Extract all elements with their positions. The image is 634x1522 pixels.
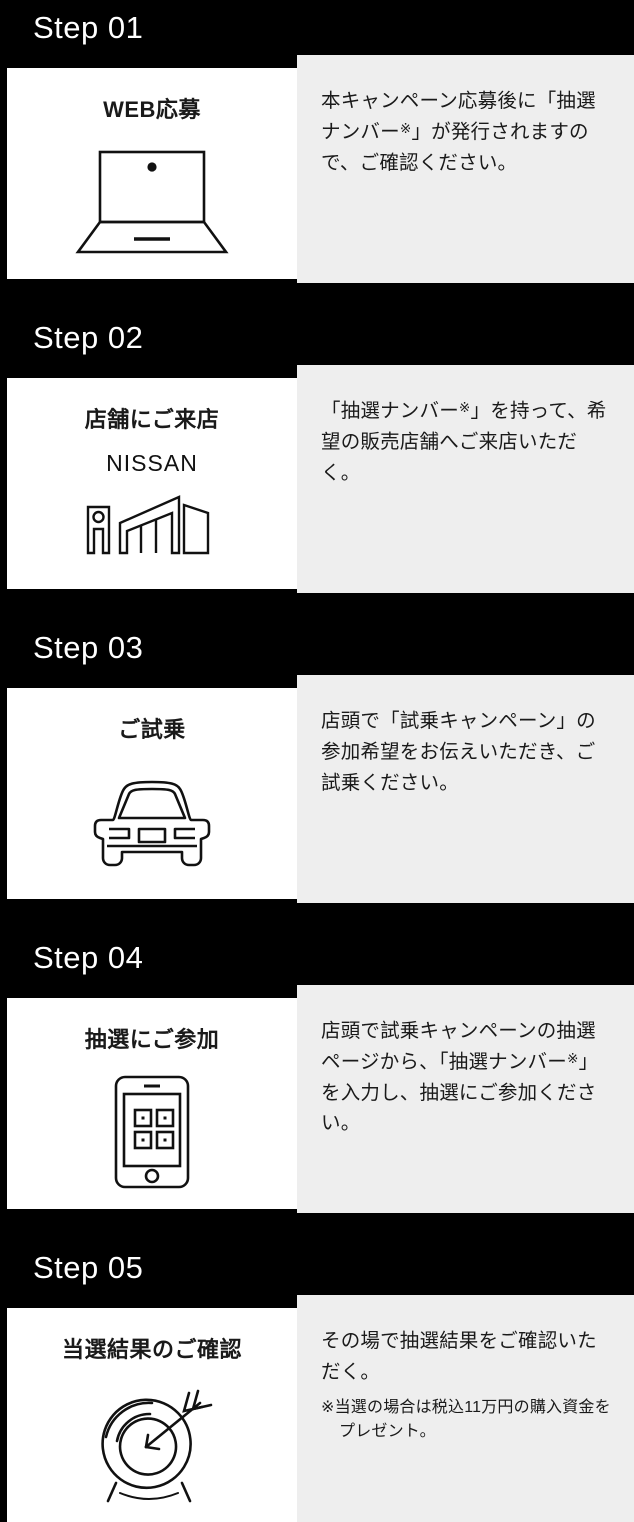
- step-description-panel-04: 店頭で試乗キャンペーンの抽選ページから、「抽選ナンバー※」を入力し、抽選にご参加…: [297, 985, 634, 1213]
- step-block-03: Step 03 店頭で「試乗キャンペーン」の参加希望をお伝えいただき、ご試乗くだ…: [0, 620, 634, 903]
- step-description-text-02: 「抽選ナンバー※」を持って、希望の販売店舗へご来店いただく。: [321, 400, 607, 484]
- car-front-icon: [7, 744, 297, 899]
- step-label-03: Step 03: [0, 620, 290, 676]
- dealership-building-icon: NISSAN: [7, 438, 297, 589]
- step-label-04: Step 04: [0, 930, 290, 986]
- step-card-05: 当選結果のご確認: [7, 1308, 297, 1522]
- step-card-title-05: 当選結果のご確認: [61, 1337, 242, 1362]
- step-card-title-01: WEB応募: [103, 97, 201, 122]
- reference-mark-icon: ※: [399, 121, 412, 137]
- target-arrow-icon: [7, 1364, 297, 1522]
- step-description-text-03: 店頭で「試乗キャンペーン」の参加希望をお伝えいただき、ご試乗ください。: [321, 710, 596, 794]
- nissan-wordmark: NISSAN: [106, 450, 198, 476]
- step-description-text-04: 店頭で試乗キャンペーンの抽選ページから、「抽選ナンバー※」を入力し、抽選にご参加…: [321, 1020, 599, 1135]
- smartphone-qr-icon: [7, 1054, 297, 1209]
- step-label-02: Step 02: [0, 310, 290, 366]
- step-description-panel-01: 本キャンペーン応募後に「抽選ナンバー※」が発行されますので、ご確認ください。: [297, 55, 634, 283]
- step-description-panel-03: 店頭で「試乗キャンペーン」の参加希望をお伝えいただき、ご試乗ください。: [297, 675, 634, 903]
- step-card-02: 店舗にご来店 NISSAN: [7, 378, 297, 589]
- step-block-04: Step 04 店頭で試乗キャンペーンの抽選ページから、「抽選ナンバー※」を入力…: [0, 930, 634, 1213]
- step-description-text-01: 本キャンペーン応募後に「抽選ナンバー※」が発行されますので、ご確認ください。: [321, 90, 596, 174]
- step-card-04: 抽選にご参加: [7, 998, 297, 1209]
- step-block-05: Step 05 その場で抽選結果をご確認いただく。 ※当選の場合は税込11万円の…: [0, 1240, 634, 1522]
- reference-mark-icon: ※: [566, 1051, 579, 1067]
- step-description-text-05: その場で抽選結果をご確認いただく。: [321, 1330, 597, 1383]
- step-label-01: Step 01: [0, 0, 290, 56]
- step-block-02: Step 02 「抽選ナンバー※」を持って、希望の販売店舗へご来店いただく。 店…: [0, 310, 634, 593]
- step-block-01: Step 01 本キャンペーン応募後に「抽選ナンバー※」が発行されますので、ご確…: [0, 0, 634, 283]
- reference-mark-icon: ※: [458, 400, 471, 416]
- step-card-title-03: ご試乗: [118, 717, 186, 742]
- laptop-icon: [7, 124, 297, 279]
- step-card-title-04: 抽選にご参加: [84, 1027, 220, 1052]
- step-card-title-02: 店舗にご来店: [84, 407, 220, 432]
- step-description-panel-05: その場で抽選結果をご確認いただく。 ※当選の場合は税込11万円の購入資金をプレゼ…: [297, 1295, 634, 1522]
- step-description-note-05: ※当選の場合は税込11万円の購入資金をプレゼント。: [321, 1398, 611, 1440]
- step-card-03: ご試乗: [7, 688, 297, 899]
- step-card-01: WEB応募: [7, 68, 297, 279]
- step-label-05: Step 05: [0, 1240, 290, 1296]
- step-description-panel-02: 「抽選ナンバー※」を持って、希望の販売店舗へご来店いただく。: [297, 365, 634, 593]
